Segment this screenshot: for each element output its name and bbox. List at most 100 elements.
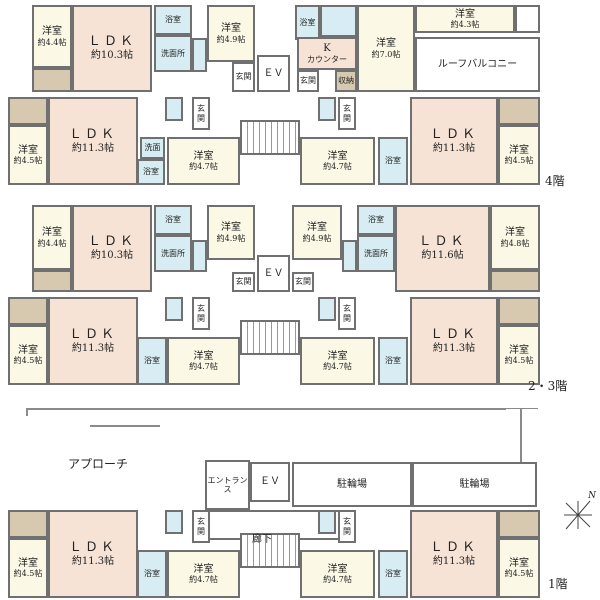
room-name: 洋室 bbox=[42, 26, 62, 38]
room-name: 玄関 bbox=[197, 304, 205, 323]
room-name: 洗面所 bbox=[364, 248, 388, 258]
room-name: ＬＤＫ bbox=[68, 126, 117, 142]
entrance-hall: 玄関 bbox=[192, 510, 210, 543]
room-name: K bbox=[323, 43, 331, 55]
approach-label: アプローチ bbox=[68, 457, 129, 471]
floor-label-1: 1階 bbox=[548, 577, 568, 591]
room-name: 玄関 bbox=[300, 76, 316, 86]
western-room: 洋室約4.5帖 bbox=[8, 538, 48, 598]
western-room: 洋室約4.9帖 bbox=[207, 5, 255, 62]
room-name: 洋室 bbox=[193, 150, 214, 162]
toilet bbox=[318, 510, 336, 534]
closet bbox=[490, 270, 540, 292]
room-size: 約7.0帖 bbox=[371, 49, 401, 59]
room-name: 浴室 bbox=[144, 356, 160, 366]
entrance: エントランス bbox=[205, 460, 250, 510]
bathroom: 浴室 bbox=[154, 205, 192, 235]
washroom: 洗面所 bbox=[154, 235, 192, 272]
room-name: 洋室 bbox=[193, 350, 214, 362]
room-name: 玄関 bbox=[235, 277, 252, 287]
entrance-hall: 玄関 bbox=[338, 510, 356, 543]
room-name: ＥＶ bbox=[263, 267, 284, 279]
room-name: 洋室 bbox=[193, 563, 214, 575]
room-size: 約10.3帖 bbox=[90, 50, 134, 62]
bathroom: 浴室 bbox=[137, 159, 165, 185]
approach-wall bbox=[520, 408, 522, 468]
room-size: 約4.7帖 bbox=[189, 362, 218, 372]
western-room: 洋室約4.4帖 bbox=[32, 5, 72, 68]
room-name: ＬＤＫ bbox=[429, 539, 478, 555]
room-name: 玄関 bbox=[343, 517, 351, 536]
room-size: 約11.3帖 bbox=[71, 142, 115, 154]
room-size: 約11.3帖 bbox=[71, 342, 115, 354]
room-name: 浴室 bbox=[368, 215, 384, 225]
room-name: 浴室 bbox=[385, 569, 401, 579]
staircase bbox=[240, 120, 300, 155]
elevator: ＥＶ bbox=[257, 255, 290, 292]
room-name: 浴室 bbox=[144, 569, 160, 579]
western-room: 洋室約4.5帖 bbox=[8, 325, 48, 385]
room-size: 約4.5帖 bbox=[504, 569, 534, 579]
entrance-hall: 玄関 bbox=[232, 62, 255, 92]
toilet bbox=[318, 97, 336, 121]
room-name: ルーフバルコニー bbox=[437, 58, 518, 70]
room-name: 洋室 bbox=[307, 222, 327, 234]
room-size: 約4.5帖 bbox=[13, 569, 43, 579]
entrance-hall: 玄関 bbox=[192, 297, 210, 330]
western-room: 洋室約4.7帖 bbox=[167, 137, 240, 185]
closet bbox=[32, 68, 72, 92]
room-size: 約4.7帖 bbox=[189, 162, 218, 172]
western-room: 洋室約4.9帖 bbox=[207, 205, 255, 260]
entrance-hall: 玄関 bbox=[297, 70, 319, 92]
closet bbox=[8, 297, 48, 325]
room-name: ＬＤＫ bbox=[87, 34, 136, 50]
room-name: ＬＤＫ bbox=[429, 326, 478, 342]
room-size: 約4.9帖 bbox=[216, 233, 246, 243]
western-room: 洋室約4.7帖 bbox=[167, 550, 240, 598]
washroom: 洗面 bbox=[140, 137, 165, 159]
room-size: 約4.4帖 bbox=[37, 37, 67, 47]
room-size: 約4.7帖 bbox=[323, 575, 352, 585]
room-name: 洋室 bbox=[327, 563, 348, 575]
toilet bbox=[165, 510, 183, 534]
room-name: 浴室 bbox=[299, 17, 316, 27]
room-size: 約11.3帖 bbox=[71, 555, 115, 567]
room-name: 洋室 bbox=[509, 557, 529, 569]
bathroom: 浴室 bbox=[357, 205, 395, 235]
room-name: 洋室 bbox=[455, 8, 475, 20]
toilet bbox=[192, 240, 207, 272]
room-size: 約4.4帖 bbox=[37, 238, 67, 248]
western-room: 洋室約4.4帖 bbox=[32, 205, 72, 270]
room-size: 約4.3帖 bbox=[450, 20, 480, 30]
room-name: 駐輪場 bbox=[337, 478, 367, 490]
room-name: ＬＤＫ bbox=[68, 326, 117, 342]
room-size: 約11.3帖 bbox=[432, 555, 476, 567]
corridor-label: 廊下 bbox=[252, 534, 272, 545]
room-size: 約4.8帖 bbox=[500, 238, 530, 248]
room-name: 浴室 bbox=[165, 215, 181, 225]
room-name: 浴室 bbox=[385, 156, 401, 166]
western-room: 洋室約4.5帖 bbox=[498, 325, 540, 385]
bicycle-parking: 駐輪場 bbox=[412, 462, 537, 507]
western-room: 洋室約4.7帖 bbox=[167, 337, 240, 385]
room-size: 約4.5帖 bbox=[504, 156, 534, 166]
room-name: 駐輪場 bbox=[459, 478, 490, 490]
closet bbox=[8, 510, 48, 538]
room-size: 約11.3帖 bbox=[432, 142, 476, 154]
bathroom: 浴室 bbox=[154, 5, 192, 35]
closet bbox=[498, 510, 540, 538]
room-name: 浴室 bbox=[385, 356, 401, 366]
room-size: 約4.5帖 bbox=[13, 356, 43, 366]
floor-label-4: 4階 bbox=[545, 174, 565, 188]
room-name: ＥＶ bbox=[263, 67, 284, 79]
bathroom: 浴室 bbox=[378, 550, 408, 598]
bicycle-parking: 駐輪場 bbox=[292, 462, 412, 507]
closet bbox=[498, 97, 540, 125]
room-name: 洋室 bbox=[18, 557, 38, 569]
